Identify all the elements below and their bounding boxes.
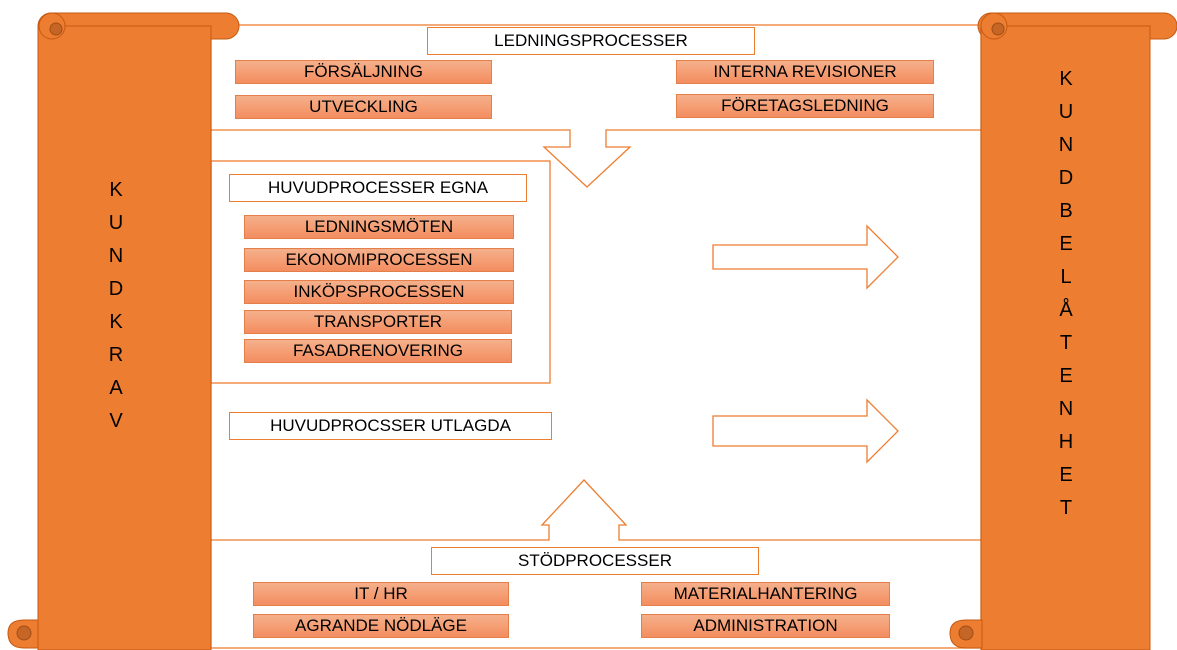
process-item: MATERIALHANTERING [641,582,890,606]
core-processes-own-title: HUVUDPROCESSER EGNA [229,174,527,202]
scroll-letter: V [109,410,123,432]
process-item: TRANSPORTER [244,310,512,334]
scroll-letter: E [1059,233,1073,255]
core-processes-outsourced-title: HUVUDPROCSSER UTLAGDA [229,412,552,440]
scroll-letter: D [108,278,124,300]
scroll-letter: A [109,377,123,399]
scroll-letter: N [1058,398,1074,420]
process-item: LEDNINGSMÖTEN [244,215,514,239]
flow-right-arrow [712,398,899,464]
process-item: ADMINISTRATION [641,614,890,638]
process-item: FASADRENOVERING [244,339,512,363]
scroll-letter: N [1058,134,1074,156]
management-processes-title: LEDNINGSPROCESSER [427,27,755,55]
scroll-letter: U [1058,101,1074,123]
scroll-letter: K [1059,68,1073,90]
scroll-letter: L [1060,266,1072,288]
scroll-letter: B [1059,200,1073,222]
process-item: INTERNA REVISIONER [676,60,934,84]
process-item: FÖRETAGSLEDNING [676,94,934,118]
process-item: AGRANDE NÖDLÄGE [253,614,509,638]
scroll-letter: H [1058,431,1074,453]
scroll-letter: R [108,344,124,366]
scroll-letter: E [1059,365,1073,387]
flow-right-arrow [712,224,899,290]
scroll-letter: N [108,245,124,267]
process-item: INKÖPSPROCESSEN [244,280,514,304]
scroll-letter: D [1058,167,1074,189]
scroll-letter: K [109,311,123,333]
process-item: IT / HR [253,582,509,606]
right-scroll [949,12,1177,650]
scroll-letter: T [1059,332,1073,354]
scroll-letter: T [1059,497,1073,519]
main-frame [210,24,982,649]
support-processes-title: STÖDPROCESSER [431,547,759,575]
process-item: UTVECKLING [235,95,492,119]
scroll-letter: Å [1059,299,1073,321]
process-item: FÖRSÄLJNING [235,60,492,84]
management-down-arrow [211,129,981,188]
scroll-letter: K [109,179,123,201]
left-scroll [7,12,240,650]
scroll-letter: E [1059,464,1073,486]
support-up-arrow [211,479,981,541]
process-item: EKONOMIPROCESSEN [244,248,514,272]
scroll-letter: U [108,212,124,234]
